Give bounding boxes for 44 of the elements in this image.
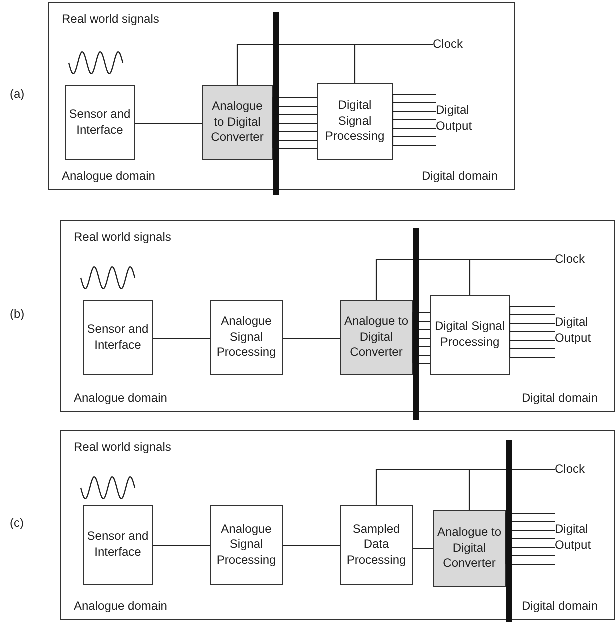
data-bus (509, 306, 556, 358)
connection-line (283, 544, 340, 546)
process-block: Sensor and Interface (83, 505, 153, 585)
clock-label: Clock (555, 252, 597, 268)
panel-heading: Real world signals (74, 440, 172, 454)
panel-frame (60, 220, 615, 412)
domain-label: Analogue domain (74, 599, 168, 613)
process-block: Sensor and Interface (83, 300, 153, 375)
clock-label: Clock (433, 37, 475, 53)
process-block: Analogue Signal Processing (210, 300, 283, 375)
domain-label: Analogue domain (74, 391, 168, 405)
process-block: Analogue to Digital Converter (433, 510, 506, 587)
process-block: Digital Signal Processing (317, 83, 393, 160)
domain-label: Digital domain (522, 599, 598, 613)
data-bus (272, 96, 318, 150)
panel-frame (48, 2, 515, 190)
output-label: Digital Output (555, 315, 611, 346)
process-block: Analogue to Digital Converter (202, 85, 273, 160)
domain-label: Digital domain (422, 169, 498, 183)
process-block: Digital Signal Processing (430, 295, 510, 375)
panel-heading: Real world signals (74, 230, 172, 244)
connection-line (283, 338, 340, 340)
connection-line (153, 544, 210, 546)
clock-line (354, 44, 433, 83)
connection-line (413, 548, 433, 550)
connection-line (153, 338, 210, 340)
panel-letter: (b) (10, 307, 25, 321)
process-block: Sampled Data Processing (340, 505, 413, 585)
data-bus (505, 512, 556, 566)
domain-label: Analogue domain (62, 169, 156, 183)
process-block: Analogue to Digital Converter (340, 300, 413, 375)
clock-label: Clock (555, 462, 597, 478)
data-bus (392, 94, 437, 146)
panel-heading: Real world signals (62, 12, 160, 26)
process-block: Analogue Signal Processing (210, 505, 283, 585)
panel-letter: (a) (10, 87, 25, 101)
panel-letter: (c) (10, 516, 24, 530)
connection-line (135, 122, 202, 124)
domain-label: Digital domain (522, 391, 598, 405)
output-label: Digital Output (555, 522, 611, 554)
process-block: Sensor and Interface (65, 85, 135, 160)
panel-frame (60, 430, 615, 620)
output-label: Digital Output (436, 103, 492, 134)
clock-line (469, 259, 555, 295)
